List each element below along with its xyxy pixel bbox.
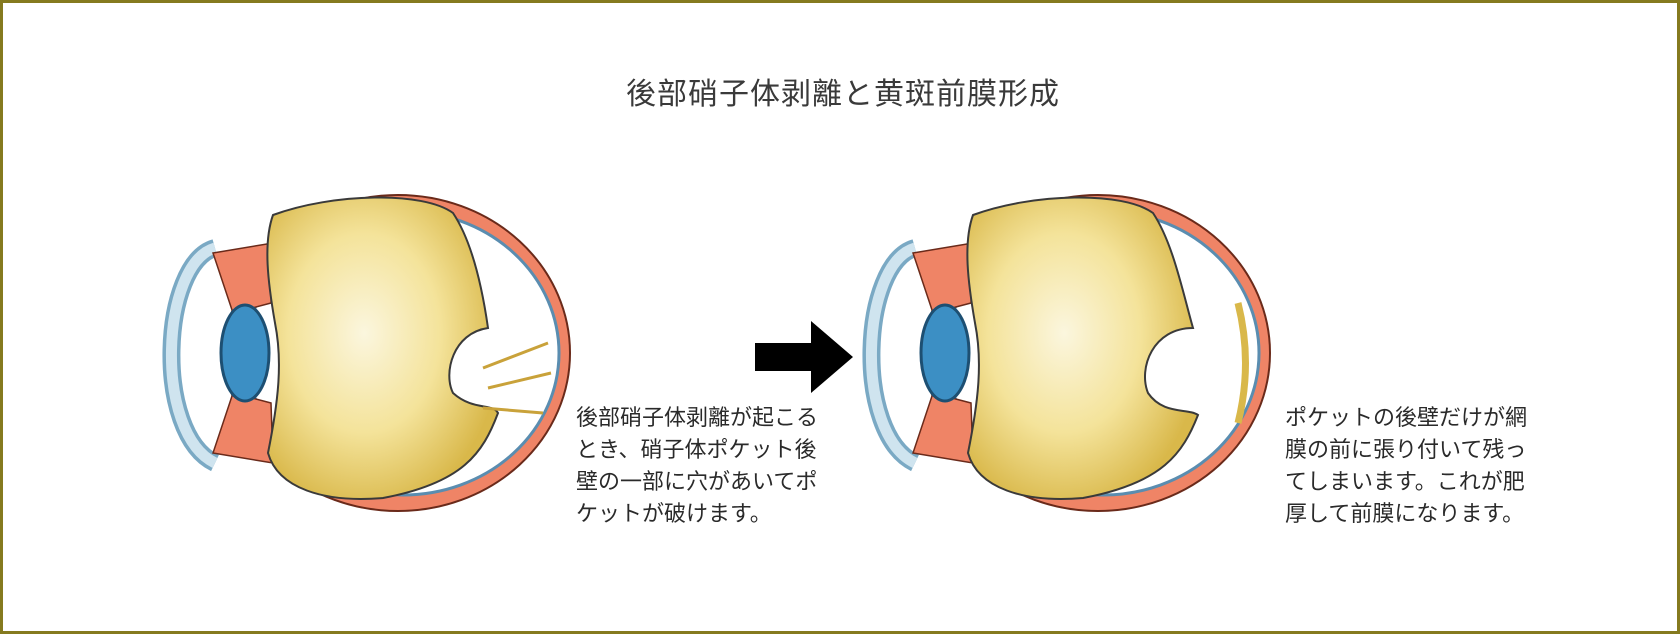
progression-arrow	[755, 321, 853, 393]
ciliary-body	[213, 243, 273, 313]
eye-illustration-epiretinal-membrane	[853, 153, 1293, 553]
eye-illustration-detachment	[153, 153, 593, 553]
cornea	[171, 248, 215, 463]
ciliary-body	[913, 243, 973, 313]
lens	[221, 305, 269, 401]
diagram-title: 後部硝子体剥離と黄斑前膜形成	[3, 69, 1680, 113]
caption-epiretinal-membrane: ポケットの後壁だけが網 膜の前に張り付いて残っ てしまいます。これが肥 厚して前…	[1285, 403, 1575, 531]
caption-detachment: 後部硝子体剥離が起こる とき、硝子体ポケット後 壁の一部に穴があいてポ ケットが…	[576, 403, 866, 531]
cornea	[871, 248, 915, 463]
lens	[921, 305, 969, 401]
